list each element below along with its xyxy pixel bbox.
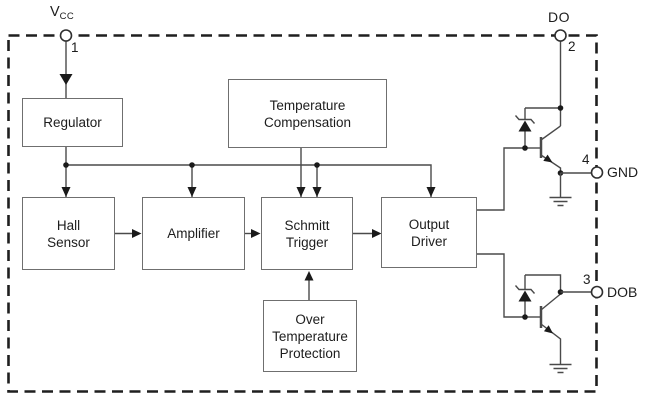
zener-diode-icon xyxy=(518,120,532,132)
arrowhead-icon xyxy=(296,187,306,197)
block-label: Schmitt xyxy=(284,217,330,233)
arrowhead-icon xyxy=(426,187,436,197)
block-label: Temperature xyxy=(272,328,348,344)
dob-pin-circle xyxy=(590,285,604,299)
junction-dot xyxy=(522,145,528,151)
do-pin-label: DO xyxy=(548,9,570,25)
dob-pin-label: DOB xyxy=(607,284,638,300)
signal-chain-wires xyxy=(115,229,382,300)
arrowhead-icon xyxy=(372,229,382,238)
block-label: Regulator xyxy=(43,115,102,130)
pin-number-4: 4 xyxy=(582,152,590,167)
do-pin-circle xyxy=(554,29,567,42)
emitter-arrow-icon xyxy=(543,154,553,163)
supply-bus-wires xyxy=(59,41,436,197)
bus-junction-dot xyxy=(189,162,195,168)
arrowhead-icon xyxy=(304,271,314,281)
arrowhead-icon xyxy=(61,187,71,197)
arrowhead-icon xyxy=(187,187,197,197)
block-regulator: Regulator xyxy=(22,98,123,147)
zener-cathode-bar-icon xyxy=(514,115,536,124)
gnd-pin-circle xyxy=(590,166,604,179)
vcc-arrowhead-icon xyxy=(59,74,73,85)
block-label: Compensation xyxy=(263,114,352,130)
block-label: Hall xyxy=(56,217,81,233)
block-over-temperature-protection: Over Temperature Protection xyxy=(263,300,357,372)
ground-symbol-icon xyxy=(549,363,572,374)
zener-diode-icon xyxy=(518,290,532,302)
driver-to-dob-base-wire xyxy=(477,253,525,318)
block-temperature-compensation: Temperature Compensation xyxy=(228,79,387,148)
arrowhead-icon xyxy=(132,229,142,238)
block-label: Driver xyxy=(411,233,447,249)
vcc-subscript: CC xyxy=(59,11,74,22)
block-label: Output xyxy=(408,216,450,232)
block-label: Sensor xyxy=(47,234,90,250)
do-output-stage xyxy=(477,41,592,211)
ground-symbol-icon xyxy=(549,196,572,207)
emitter-arrow-icon xyxy=(543,325,553,334)
bus-junction-dot xyxy=(314,162,320,168)
bus-horizontal-wire xyxy=(66,164,432,197)
pin-terminals xyxy=(59,29,604,299)
bus-junction-dot xyxy=(63,162,69,168)
transistor-emitter-lead xyxy=(540,154,562,173)
transistor-collector-lead xyxy=(540,125,561,141)
dob-output-stage xyxy=(477,253,592,374)
pin-number-3: 3 xyxy=(583,272,591,287)
arrowhead-icon xyxy=(251,229,261,238)
block-output-driver: Output Driver xyxy=(381,197,477,268)
block-label: Over xyxy=(295,311,325,327)
vcc-pin-circle xyxy=(59,29,73,42)
vcc-symbol: V xyxy=(50,4,60,20)
pin-number-1: 1 xyxy=(71,40,79,55)
driver-to-do-base-wire xyxy=(477,147,525,211)
vcc-pin-label: VCC xyxy=(50,4,74,22)
junction-dot xyxy=(557,105,564,111)
block-label: Trigger xyxy=(285,234,329,250)
arrowhead-icon xyxy=(312,187,322,197)
block-amplifier: Amplifier xyxy=(142,197,245,270)
zener-cathode-bar-icon xyxy=(514,285,536,294)
transistor-collector-lead xyxy=(540,293,561,311)
block-label: Protection xyxy=(279,345,341,361)
block-label: Amplifier xyxy=(167,226,220,241)
zener-top-wire xyxy=(525,274,562,292)
gnd-pin-label: GND xyxy=(607,164,639,180)
block-hall-sensor: Hall Sensor xyxy=(22,197,115,270)
pin-number-2: 2 xyxy=(568,39,576,54)
block-schmitt-trigger: Schmitt Trigger xyxy=(261,197,353,270)
block-label: Temperature xyxy=(269,97,346,113)
junction-dot xyxy=(522,314,528,320)
